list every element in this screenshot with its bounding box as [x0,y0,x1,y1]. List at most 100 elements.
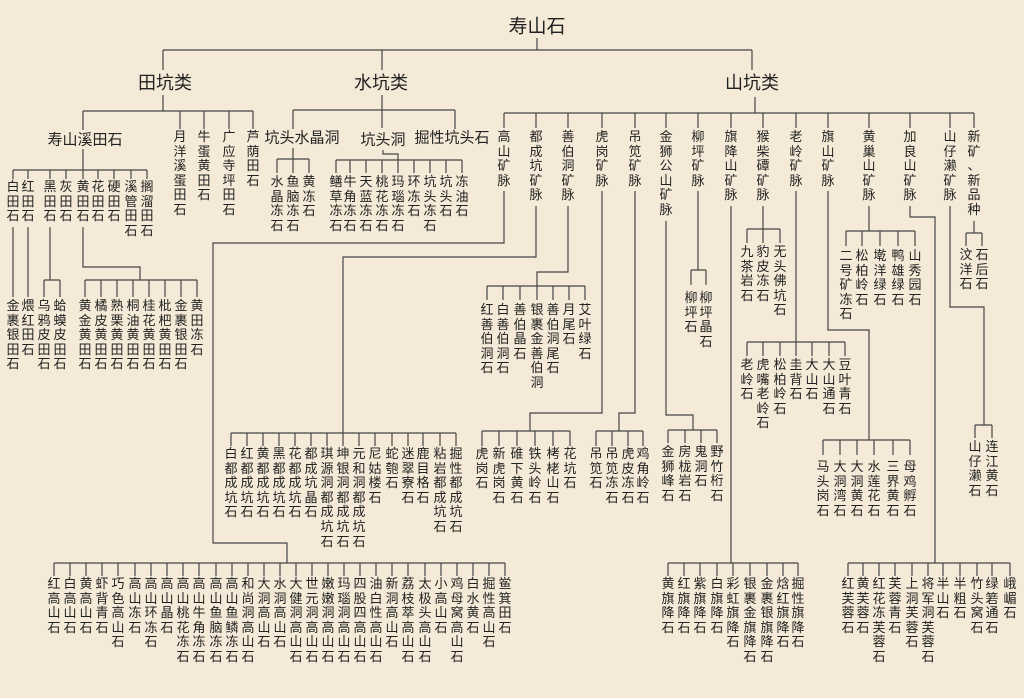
stone-node: 虎皮冻石 [621,447,635,506]
stone-node: 鱼脑冻石 [286,175,300,234]
stone-node: 白善伯洞石 [496,303,510,377]
subcategory-node: 掘性坑头石 [414,128,490,147]
stone-node: 豹皮冻石 [756,245,770,304]
stone-node: 白都成坑石 [224,447,238,521]
vein-node: 柳坪矿脉 [691,130,705,189]
stone-node: 红善伯洞石 [480,303,494,377]
stone-node: 高山桃花冻石 [176,577,190,665]
stone-node: 花坑石 [563,447,577,492]
stone-node: 鬼洞石 [694,445,708,490]
stone-node: 红花冻芙蓉石 [872,577,886,665]
stone-node: 豆叶青石 [838,358,852,417]
stone-node: 大山通石 [822,358,836,417]
stone-node: 黑田石 [43,180,57,225]
stone-node: 虾背青石 [95,577,109,636]
vein-node: 老岭矿脉 [789,130,803,189]
stone-node: 牛蛋黄田石 [197,130,211,204]
vein-node: 山仔濑矿脉 [943,130,957,204]
stone-node: 大洞黄石 [850,460,864,519]
vein-node: 黄巢山矿脉 [862,130,876,204]
stone-node: 二号矿冻石 [839,249,853,323]
stone-node: 鸭雄绿石 [891,249,905,308]
stone-node: 银裹金旗降石 [743,577,757,665]
connector-houchaidan [746,206,781,243]
root-node: 寿山石 [508,15,566,38]
stone-node: 太极头高山石 [418,577,432,665]
stone-node: 荔枝萃高山石 [401,577,415,665]
stone-node: 将军洞芙蓉石 [921,577,935,665]
connector-root [162,38,753,70]
stone-node: 搁溜田石 [140,180,154,239]
connector-huangchaoshan [845,206,916,246]
stone-node: 冻油石 [455,175,469,220]
stone-node: 松柏岭石 [855,249,869,308]
connector-tiankeng [82,95,254,130]
stone-node: 红高山石 [47,577,61,636]
stone-node: 半粗石 [953,577,967,622]
stone-node: 水晶冻石 [270,175,284,234]
stone-node: 马头岗石 [816,460,830,519]
stone-node: 乌鸦皮田石 [37,299,51,373]
stone-node: 白水黄石 [466,577,480,636]
stone-node: 金裹银田石 [174,299,188,373]
stone-node: 红旗降石 [677,577,691,636]
stone-node: 高山冻石 [128,577,142,636]
stone-node: 坑头冻石 [423,175,437,234]
stone-node: 紫旗降石 [693,577,707,636]
connector-gaoshan [53,191,506,576]
stone-node: 善伯洞尾石 [546,303,560,377]
stone-node: 鳝草冻石 [329,175,343,234]
vein-node: 加良山矿脉 [903,130,917,204]
stone-node: 枇杷黄田石 [158,299,172,373]
stone-node: 九茶岩石 [740,245,754,304]
stone-node: 虎嘴老岭石 [756,358,770,432]
stone-node: 水莲花石 [867,460,881,519]
stone-node: 大健洞高山石 [289,577,303,665]
vein-node: 新矿、新品种 [967,130,981,218]
stone-node: 迷翠寮石 [401,447,415,506]
stone-node: 水洞高山石 [273,577,287,651]
stone-node: 吊笕石 [589,447,603,492]
stone-node: 黄都成坑石 [256,447,270,521]
stone-node: 彩虹旗降石 [726,577,740,651]
stone-node: 桂花黄田石 [142,299,156,373]
stone-node: 黄金黄田石 [78,299,92,373]
stone-node: 竹头窝石 [970,577,984,636]
stone-node: 花田石 [91,180,105,225]
stone-node: 连江黄石 [985,440,999,499]
stone-node: 山秀园石 [908,249,922,308]
stone-node: 高山鱼鳞冻石 [225,577,239,665]
stone-node: 黄高山石 [79,577,93,636]
stone-node: 芦荫田石 [246,130,260,189]
connector-jinshigongshan [665,221,718,443]
stone-node: 银裹金善伯洞 [530,303,544,391]
stone-node: 世元洞高山石 [305,577,319,665]
connector-laoling [746,191,846,356]
stone-node: 房栊岩石 [678,445,692,504]
connector-liuping [690,191,707,285]
stone-node: 灰田石 [59,180,73,225]
stone-node: 墘洋绿石 [873,249,887,308]
stone-node: 老岭石 [740,358,754,403]
stone-node: 柳坪晶石 [699,291,713,350]
stone-node: 黑都成坑石 [272,447,286,521]
stone-node: 黄旗降石 [661,577,675,636]
stone-node: 大洞高山石 [257,577,271,651]
stone-node: 鹿目格石 [416,447,430,506]
stone-node: 鸡角岭石 [636,447,650,506]
category-node-shuikeng: 水坑类 [354,73,408,94]
stone-node: 桃花冻石 [375,175,389,234]
connector-hugang [481,191,603,446]
stone-node: 玛瑙洞高山石 [337,577,351,665]
vein-node: 虎岗矿脉 [595,130,609,189]
stone-node: 圭背石 [789,358,803,403]
stone-node: 汶洋石 [959,248,973,293]
stone-node: 四股四高山石 [353,577,367,665]
category-node-shankeng: 山坑类 [725,73,779,94]
stone-node: 红田石 [21,180,35,225]
stone-node: 大洞湾石 [833,460,847,519]
stone-node: 大山石 [805,358,819,403]
stone-node: 绿箬通石 [985,577,999,636]
stone-node: 花都成坑石 [288,447,302,521]
stone-node: 善伯晶石 [513,303,527,362]
